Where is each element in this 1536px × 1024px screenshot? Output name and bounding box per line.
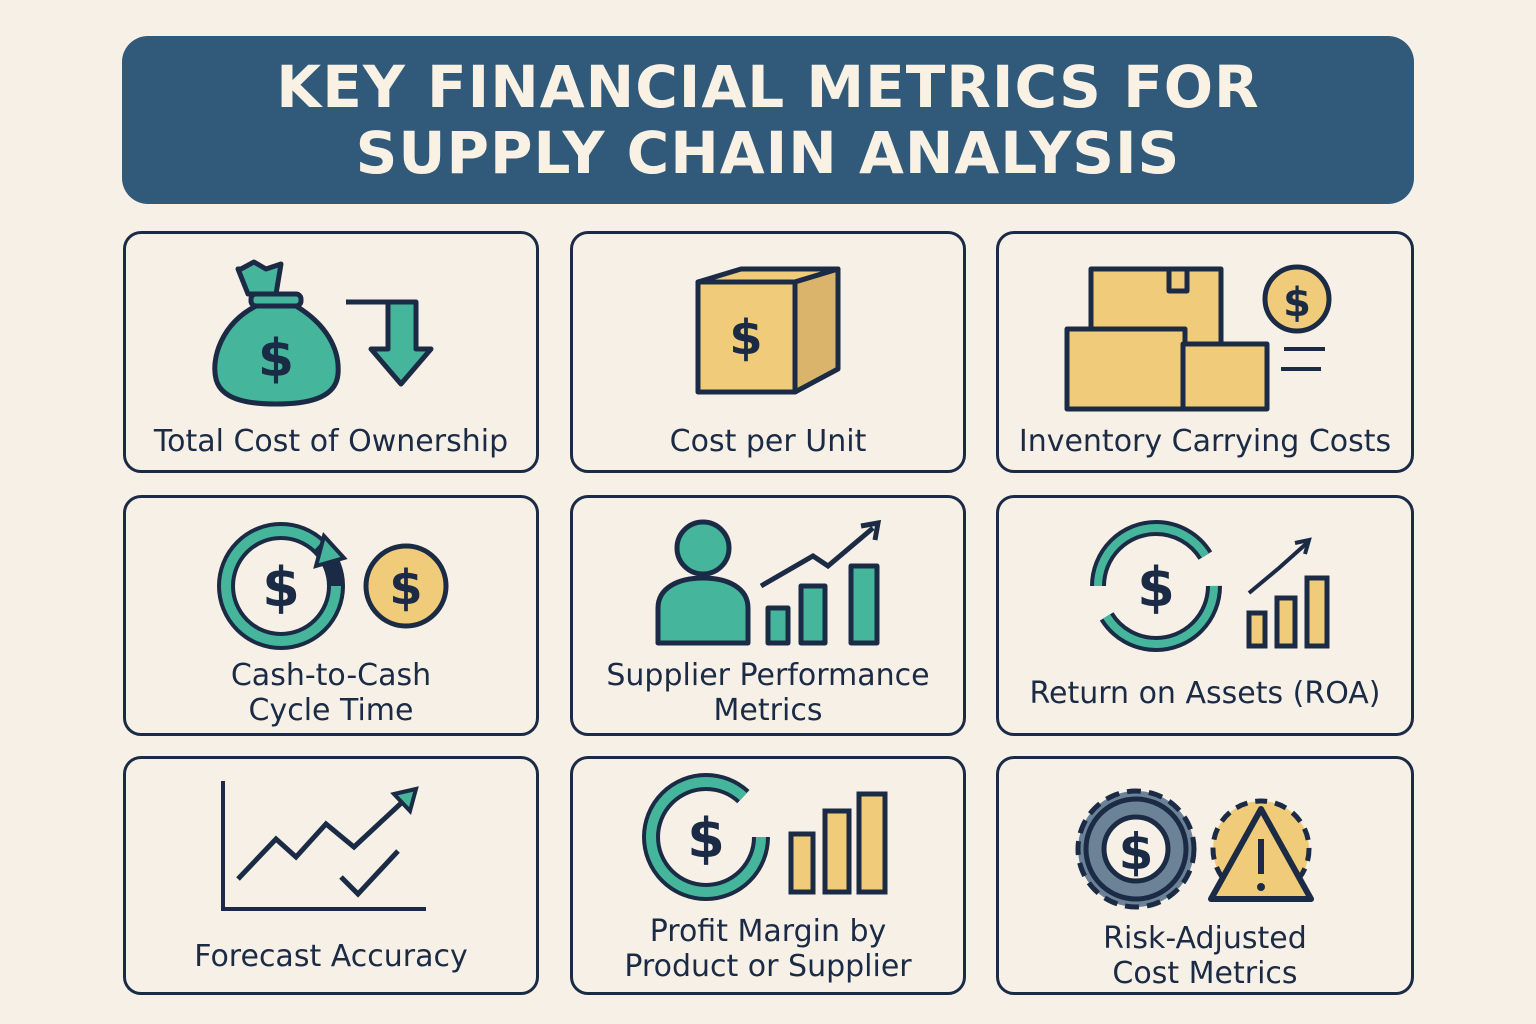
cycle-coin-icon: $ $ (217, 522, 449, 650)
money-bag-down-arrow-icon: $ (212, 259, 434, 407)
title-line-2: SUPPLY CHAIN ANALYSIS (355, 119, 1181, 187)
card-label-line-1: Risk-Adjusted (1103, 921, 1307, 956)
svg-text:$: $ (389, 560, 422, 616)
svg-text:$: $ (1283, 280, 1311, 326)
card-label: Total Cost of Ownership (153, 424, 509, 459)
line-chart-check-icon (221, 781, 426, 911)
svg-text:$: $ (262, 556, 300, 619)
svg-text:$: $ (1137, 556, 1175, 619)
card-label: Return on Assets (ROA) (1029, 676, 1381, 711)
card-label: Forecast Accuracy (194, 939, 468, 974)
card-label-line-2: Cost Metrics (1112, 956, 1298, 991)
card-label-line-1: Supplier Performance (606, 658, 930, 693)
title-line-1: KEY FINANCIAL METRICS FOR (276, 53, 1260, 121)
card-cost-per-unit: $ Cost per Unit (570, 231, 966, 473)
card-label: Inventory Carrying Costs (1018, 424, 1392, 459)
card-forecast-accuracy: Forecast Accuracy (123, 756, 539, 995)
cycle-dollar-bar-chart-icon: $ (1090, 520, 1330, 652)
stacked-boxes-coin-icon: $ (1064, 264, 1332, 412)
card-total-cost-of-ownership: $ Total Cost of Ownership (123, 231, 539, 473)
card-label-line-1: Profit Margin by (649, 914, 887, 949)
svg-text:$: $ (1119, 823, 1154, 881)
cycle-dollar-bars-icon: $ (642, 773, 888, 901)
gear-warning-icon: $ (1075, 788, 1314, 910)
title-banner: KEY FINANCIAL METRICS FOR SUPPLY CHAIN A… (122, 36, 1414, 204)
card-cash-to-cash-cycle-time: $ $ Cash-to-Cash Cycle Time (123, 495, 539, 736)
card-label-line-2: Metrics (713, 693, 823, 728)
person-growth-chart-icon (655, 519, 882, 646)
svg-text:$: $ (687, 807, 725, 870)
card-label-line-2: Product or Supplier (624, 949, 912, 984)
card-return-on-assets: $ Return on Assets (ROA) (996, 495, 1414, 736)
card-inventory-carrying-costs: $ Inventory Carrying Costs (996, 231, 1414, 473)
card-label-line-2: Cycle Time (248, 693, 414, 728)
svg-text:$: $ (729, 310, 762, 366)
card-supplier-performance-metrics: Supplier Performance Metrics (570, 495, 966, 736)
card-label-line-1: Cash-to-Cash (230, 658, 432, 693)
svg-text:$: $ (258, 329, 294, 389)
dollar-box-icon: $ (695, 266, 841, 395)
card-profit-margin: $ Profit Margin by Product or Supplier (570, 756, 966, 995)
card-risk-adjusted-cost-metrics: $ Risk-Adjusted Cost Metrics (996, 756, 1414, 995)
card-label: Cost per Unit (669, 424, 867, 459)
